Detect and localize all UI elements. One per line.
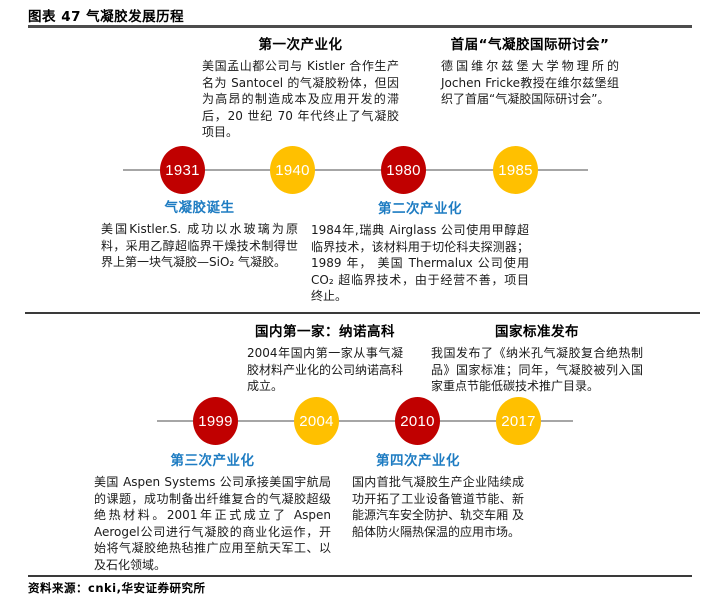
block-body: 我国发布了《纳米孔气凝胶复合绝热制品》国家标准；同年，气凝胶被列入国家重点节能低… bbox=[431, 346, 643, 393]
block-body: 2004年国内第一家从事气凝胶材料产业化的公司纳诺高科成立。 bbox=[247, 346, 404, 393]
section-divider bbox=[25, 312, 700, 314]
block-title: 国内第一家：纳诺高科 bbox=[255, 324, 395, 340]
header-rule bbox=[28, 25, 692, 28]
timeline-node-1931: 1931 bbox=[160, 146, 205, 194]
source-note: 资料来源：cnki,华安证券研究所 bbox=[28, 581, 206, 595]
timeline-node-1985: 1985 bbox=[493, 146, 538, 194]
block-title: 首届“气凝胶国际研讨会” bbox=[450, 37, 610, 53]
block-body: 1984年,瑞典 Airglass 公司使用甲醇超临界技术，该材料用于切伦科夫探… bbox=[311, 223, 529, 303]
timeline-node-1999: 1999 bbox=[193, 397, 238, 445]
block-title: 第三次产业化 bbox=[170, 453, 255, 469]
block-first-symposium: 首届“气凝胶国际研讨会” 德国维尔兹堡大学物理所的Jochen Fricke教授… bbox=[422, 33, 638, 108]
timeline-line-bottom bbox=[157, 420, 573, 422]
block-first-industrialization: 第一次产业化 美国孟山都公司与 Kistler 合作生产名为 Santocel … bbox=[202, 33, 399, 141]
block-second-industrialization: 第二次产业化 1984年,瑞典 Airglass 公司使用甲醇超临界技术，该材料… bbox=[311, 197, 529, 305]
block-body: 德国维尔兹堡大学物理所的Jochen Fricke教授在维尔兹堡组织了首届“气凝… bbox=[441, 59, 619, 106]
timeline-node-2017: 2017 bbox=[496, 397, 541, 445]
block-title: 气凝胶诞生 bbox=[164, 200, 235, 216]
timeline-node-1980: 1980 bbox=[381, 146, 426, 194]
block-third-industrialization: 第三次产业化 美国 Aspen Systems 公司承接美国宇航局的课题，成功制… bbox=[94, 449, 331, 573]
block-body: 国内首批气凝胶生产企业陆续成功开拓了工业设备管道节能、新能源汽车安全防护、轨交车… bbox=[352, 475, 524, 539]
timeline-node-2010: 2010 bbox=[395, 397, 440, 445]
block-body: 美国孟山都公司与 Kistler 合作生产名为 Santocel 的气凝胶粉体，… bbox=[202, 59, 399, 139]
block-fourth-industrialization: 第四次产业化 国内首批气凝胶生产企业陆续成功开拓了工业设备管道节能、新能源汽车安… bbox=[352, 449, 524, 540]
block-title: 国家标准发布 bbox=[495, 324, 579, 340]
timeline-node-1940: 1940 bbox=[270, 146, 315, 194]
timeline-line-top bbox=[123, 169, 588, 171]
block-national-standard: 国家标准发布 我国发布了《纳米孔气凝胶复合绝热制品》国家标准；同年，气凝胶被列入… bbox=[431, 320, 643, 395]
figure-title: 图表 47 气凝胶发展历程 bbox=[28, 9, 185, 25]
block-first-domestic-company: 国内第一家：纳诺高科 2004年国内第一家从事气凝胶材料产业化的公司纳诺高科成立… bbox=[230, 320, 420, 395]
block-title: 第二次产业化 bbox=[378, 201, 462, 217]
block-title: 第一次产业化 bbox=[258, 37, 343, 53]
timeline-node-2004: 2004 bbox=[294, 397, 339, 445]
block-title: 第四次产业化 bbox=[376, 453, 460, 469]
block-body: 美国 Aspen Systems 公司承接美国宇航局的课题，成功制备出纤维复合的… bbox=[94, 475, 331, 572]
footer-rule bbox=[28, 575, 692, 577]
block-body: 美国Kistler.S. 成功以水玻璃为原料，采用乙醇超临界干燥技术制得世界上第… bbox=[101, 222, 298, 269]
block-aerogel-birth: 气凝胶诞生 美国Kistler.S. 成功以水玻璃为原料，采用乙醇超临界干燥技术… bbox=[101, 196, 298, 271]
